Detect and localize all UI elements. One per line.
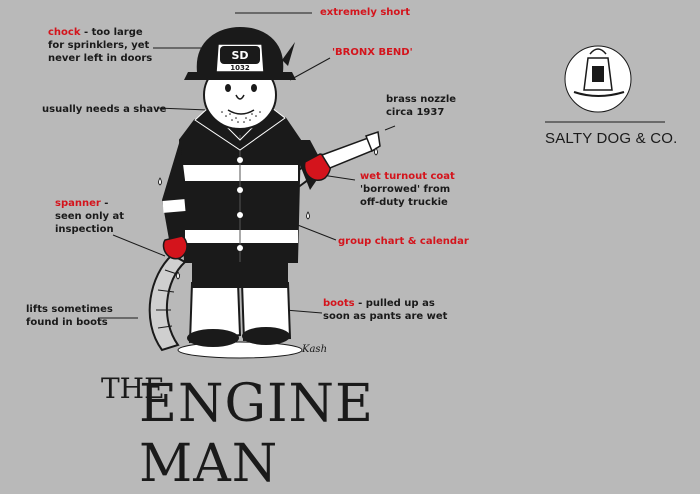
helmet-number: 1032 xyxy=(230,64,250,72)
label-coat: wet turnout coat 'borrowed' from off-dut… xyxy=(360,170,455,209)
label-chock-keyword: chock xyxy=(48,27,81,38)
label-boots: boots - pulled up as soon as pants are w… xyxy=(323,297,447,323)
label-extremely-short: extremely short xyxy=(320,6,410,19)
label-chock: chock - too large for sprinklers, yet ne… xyxy=(48,26,152,65)
hose xyxy=(150,255,185,350)
label-shave: usually needs a shave xyxy=(42,103,166,116)
label-bronx-bend: 'BRONX BEND' xyxy=(332,46,413,59)
brand-name: SALTY DOG & CO. xyxy=(545,130,677,147)
label-coat-rest: 'borrowed' from off-duty truckie xyxy=(360,184,450,208)
label-boots-keyword: boots xyxy=(323,298,355,309)
title-part-main: ENGINE MAN xyxy=(139,374,374,494)
artist-signature: Kash xyxy=(301,344,327,355)
poster-title: THE ENGINE MAN xyxy=(95,368,365,448)
helmet-shield-text: SD xyxy=(231,49,248,62)
left-arm xyxy=(162,140,185,245)
label-coat-keyword: wet turnout coat xyxy=(360,171,455,182)
label-spanner-keyword: spanner xyxy=(55,198,101,209)
label-lifts: lifts sometimes found in boots xyxy=(26,303,113,329)
left-glove xyxy=(163,236,187,259)
label-nozzle: brass nozzle circa 1937 xyxy=(386,93,456,119)
label-spanner: spanner - seen only at inspection xyxy=(55,197,124,236)
label-group-chart: group chart & calendar xyxy=(338,235,469,248)
brass-nozzle xyxy=(322,138,374,168)
poster: SD 1032 Kash extremely short chock - too… xyxy=(0,0,700,462)
